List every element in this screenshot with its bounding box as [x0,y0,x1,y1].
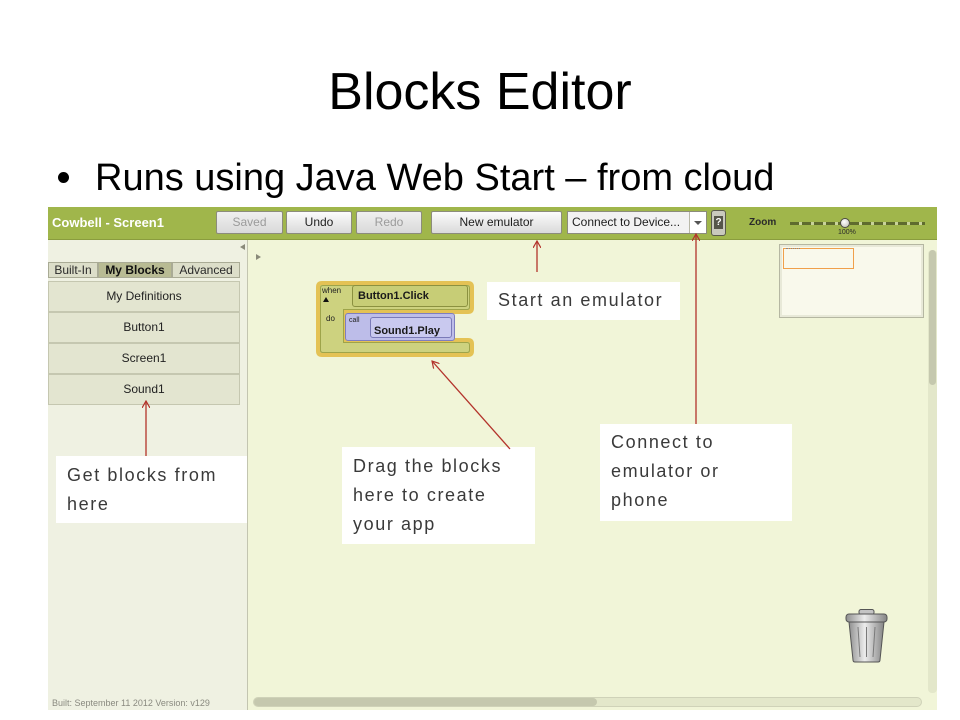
zoom-track[interactable] [790,222,925,225]
chevron-down-icon[interactable] [689,212,706,233]
zoom-value: 100% [838,229,856,236]
callout-line: Drag the blocks [353,456,503,476]
callout-line: Get blocks from [67,465,218,485]
call-sound1-play-block[interactable]: call Sound1.Play [345,313,455,341]
callout-line: here to create [353,485,487,505]
bullet-text: Runs using Java Web Start – from cloud [95,157,775,199]
window-title: Cowbell - Screen1 [52,215,164,230]
new-emulator-button[interactable]: New emulator [431,211,562,234]
zoom-label: Zoom [749,217,777,228]
minimap-viewport[interactable] [783,248,854,269]
phone-question-icon: ? [714,216,723,229]
bullet-dot-icon [58,172,69,183]
callout-line: Connect to [611,432,715,452]
slide-title: Blocks Editor [328,63,632,121]
callout-get-blocks: Get blocks from here [56,456,247,523]
when-button1-click-block[interactable]: when do Button1.Click call Sound1.Play [316,281,474,357]
toolbar: Cowbell - Screen1 Saved Undo Redo New em… [48,207,937,240]
collapse-palette-icon[interactable] [240,244,245,250]
drawer-button1[interactable]: Button1 [48,312,240,343]
when-label: when [322,286,342,295]
callout-drag-blocks: Drag the blocks here to create your app [342,447,535,544]
expand-arrow-icon[interactable] [256,254,261,260]
do-label: do [326,314,335,323]
connect-select-value: Connect to Device... [572,215,681,229]
event-name-label: Button1.Click [352,285,468,307]
callout-line: emulator or [611,461,720,481]
tab-my-blocks[interactable]: My Blocks [98,262,172,278]
call-label: call [349,317,360,324]
drawer-my-definitions[interactable]: My Definitions [48,281,240,312]
callout-line: your app [353,514,436,534]
collapse-triangle-icon[interactable] [323,297,329,302]
zoom-slider[interactable]: 100% [790,213,930,237]
vertical-scrollbar[interactable] [928,250,937,693]
redo-button[interactable]: Redo [356,211,422,234]
callout-line: phone [611,490,670,510]
blocks-palette: Built-In My Blocks Advanced My Definitio… [48,240,248,710]
callout-start-emulator: Start an emulator [487,282,680,320]
callout-line: here [67,494,110,514]
event-block-inner-edge [320,285,470,353]
drawer-screen1[interactable]: Screen1 [48,343,240,374]
zoom-slider-knob[interactable] [840,218,850,228]
horizontal-scrollbar[interactable] [253,697,922,707]
vertical-scrollbar-thumb[interactable] [929,250,936,385]
connect-to-device-select[interactable]: Connect to Device... [567,211,707,234]
undo-button[interactable]: Undo [286,211,352,234]
trash-can-icon[interactable] [843,608,890,663]
build-info: Built: September 11 2012 Version: v129 [52,698,210,708]
horizontal-scrollbar-thumb[interactable] [254,698,597,706]
tab-advanced[interactable]: Advanced [172,262,240,278]
call-method-label: Sound1.Play [370,317,452,338]
callout-connect: Connect to emulator or phone [600,424,792,521]
minimap-block-marker [786,248,800,249]
saved-button[interactable]: Saved [216,211,283,234]
phone-help-button[interactable]: ? [711,210,726,236]
drawer-sound1[interactable]: Sound1 [48,374,240,405]
tab-built-in[interactable]: Built-In [48,262,98,278]
workspace-minimap[interactable] [779,244,924,318]
callout-line: Start an emulator [498,290,664,310]
